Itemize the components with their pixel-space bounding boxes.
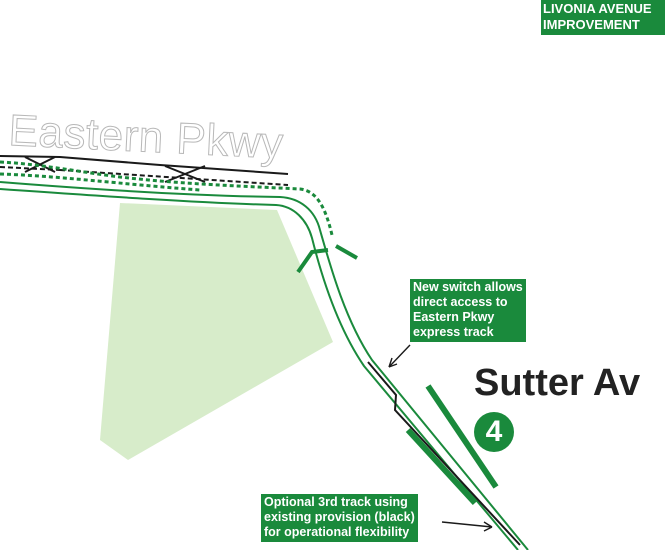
title-banner: LIVONIA AVENUE IMPROVEMENT <box>541 0 665 35</box>
third-track-callout: Optional 3rd track using existing provis… <box>261 494 418 542</box>
banner-line-2: IMPROVEMENT <box>543 17 640 32</box>
switch-callout: New switch allows direct access to Easte… <box>410 279 526 342</box>
yard-area <box>100 203 333 460</box>
banner-line-1: LIVONIA AVENUE <box>543 1 652 16</box>
route-4-bullet: 4 <box>474 412 514 452</box>
third-track-provision <box>367 361 521 546</box>
new-switch <box>296 244 358 274</box>
callout-arrows <box>388 344 493 532</box>
green-dotted-provision <box>0 160 334 236</box>
station-platforms <box>405 384 499 506</box>
green-mainline <box>0 181 529 550</box>
existing-upper-tracks <box>0 155 289 186</box>
station-name: Sutter Av <box>474 362 641 404</box>
